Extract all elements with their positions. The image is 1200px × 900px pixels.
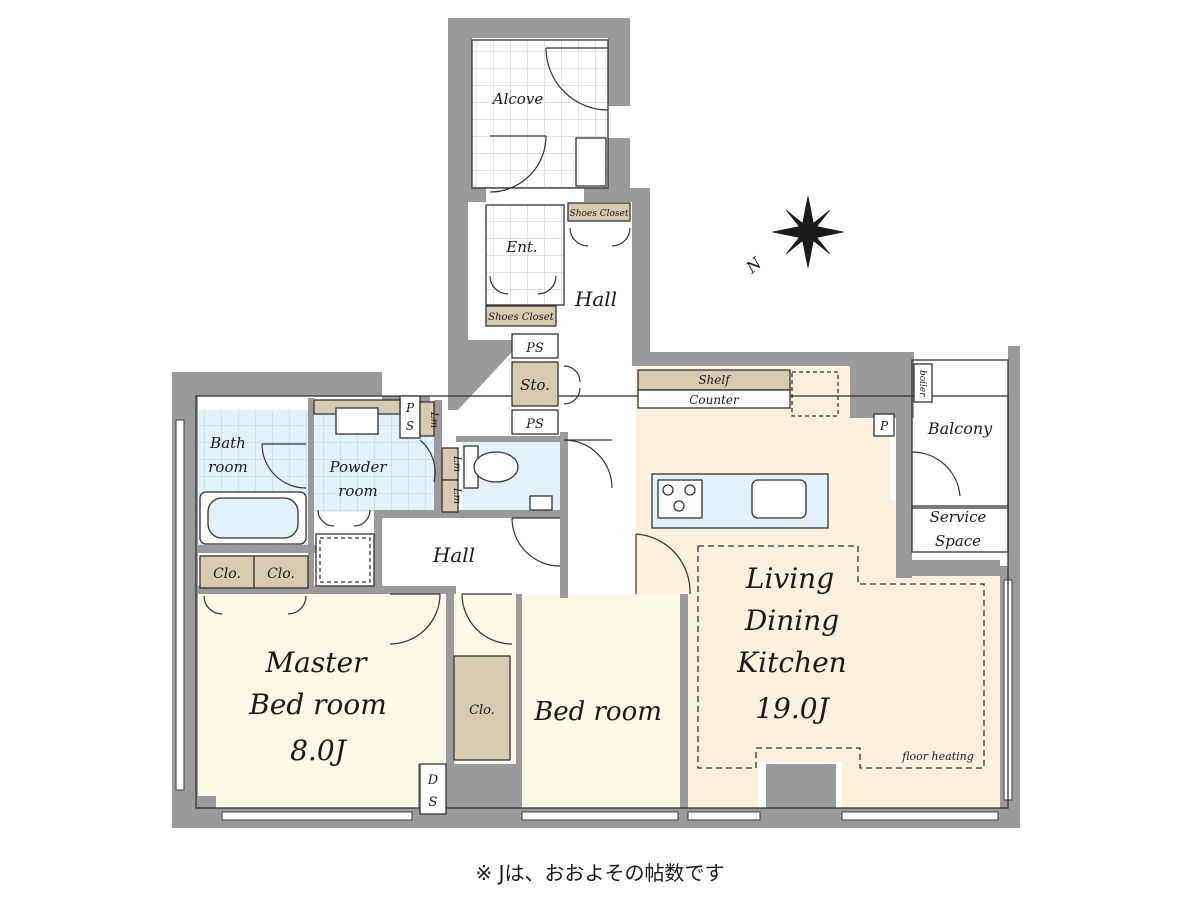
alcove-label: Alcove	[491, 90, 544, 108]
pipe-box	[873, 413, 895, 437]
master-bedroom-floor	[196, 594, 446, 806]
laundry-2-label: Lm	[451, 455, 462, 472]
laundry-1-label: Lm	[428, 411, 439, 428]
laundry-3-label: Lm	[451, 487, 462, 504]
closet-1-label: Clo.	[213, 566, 241, 582]
shoes-closet-entrance-label: Shoes Closet	[488, 312, 554, 323]
closet-3-label: Clo.	[469, 703, 495, 718]
ps-small-p-label: P	[405, 401, 415, 415]
hall-lower-label: Hall	[432, 543, 475, 567]
closet-2-label: Clo.	[267, 566, 295, 582]
shelf-label: Shelf	[698, 373, 732, 387]
master-closet-2	[253, 555, 309, 589]
vanity-sink	[335, 407, 379, 435]
shoes-closet-entrance	[485, 305, 557, 327]
storage-label: Sto.	[520, 376, 550, 394]
bathtub-inner	[207, 497, 299, 539]
shoes-closet-top	[567, 202, 631, 222]
fixtures	[199, 137, 985, 815]
floor-heating-outline	[697, 545, 985, 769]
laundry-box-3	[441, 479, 459, 513]
ldk-label-line1: Living	[745, 562, 834, 595]
toilet-sink	[529, 495, 553, 511]
room-outlines	[195, 39, 1009, 809]
master-label-line2: Bed room	[248, 688, 387, 721]
pipe-label: P	[879, 419, 889, 433]
laundry-box-1	[419, 401, 435, 437]
bath-label-line1: Bath	[209, 434, 246, 452]
powder-label-line2: room	[338, 482, 377, 500]
shoes-closet-top-label: Shoes Closet	[570, 209, 629, 219]
ps-small-s-label: S	[406, 419, 414, 433]
master-label-line1: Master	[265, 646, 369, 679]
labels: Alcove Ent. Shoes Closet Shoes Closet Ha…	[208, 90, 993, 810]
compass: N	[742, 195, 845, 278]
compass-star-icon	[771, 195, 845, 269]
service-label-line1: Service	[930, 508, 987, 526]
ldk-size-label: 19.0J	[755, 692, 830, 725]
ldk-label-line2: Dining	[744, 604, 839, 637]
ps-box-1	[511, 333, 559, 359]
toilet-bowl	[473, 451, 519, 483]
hall-upper-label: Hall	[574, 287, 617, 311]
ps-1-label: PS	[525, 341, 544, 356]
bedroom-closet	[453, 655, 511, 761]
hall-lower-floor	[382, 518, 568, 592]
washer-area	[315, 533, 375, 587]
boiler-box	[913, 363, 933, 403]
kitchen-sink	[751, 479, 807, 519]
service-space-floor	[912, 506, 1008, 552]
floor-heating-label: floor heating	[901, 750, 974, 763]
balcony-label: Balcony	[927, 419, 993, 438]
entrance-label: Ent.	[505, 238, 537, 256]
master-closet-1	[199, 555, 255, 589]
storage-box	[511, 361, 559, 407]
hall-upper-floor	[566, 225, 634, 595]
bedroom-label: Bed room	[533, 697, 662, 727]
doors	[203, 47, 961, 645]
footnote: ※ Jは、おおよその帖数です	[475, 861, 724, 885]
counter-box	[637, 389, 791, 409]
powder-label-line1: Powder	[328, 458, 387, 476]
ps-box-2	[511, 409, 559, 435]
ds-s-label: S	[429, 795, 438, 810]
ds-box	[419, 763, 447, 815]
boiler-label: boiler	[917, 370, 927, 397]
ds-d-label: D	[427, 773, 439, 788]
master-size-label: 8.0J	[290, 734, 348, 767]
ldk-label-line3: Kitchen	[736, 646, 846, 679]
compass-north-label: N	[742, 253, 766, 278]
service-label-line2: Space	[935, 532, 981, 550]
bath-label-line2: room	[208, 458, 247, 476]
ps-2-label: PS	[525, 417, 544, 432]
counter-label: Counter	[689, 393, 740, 407]
